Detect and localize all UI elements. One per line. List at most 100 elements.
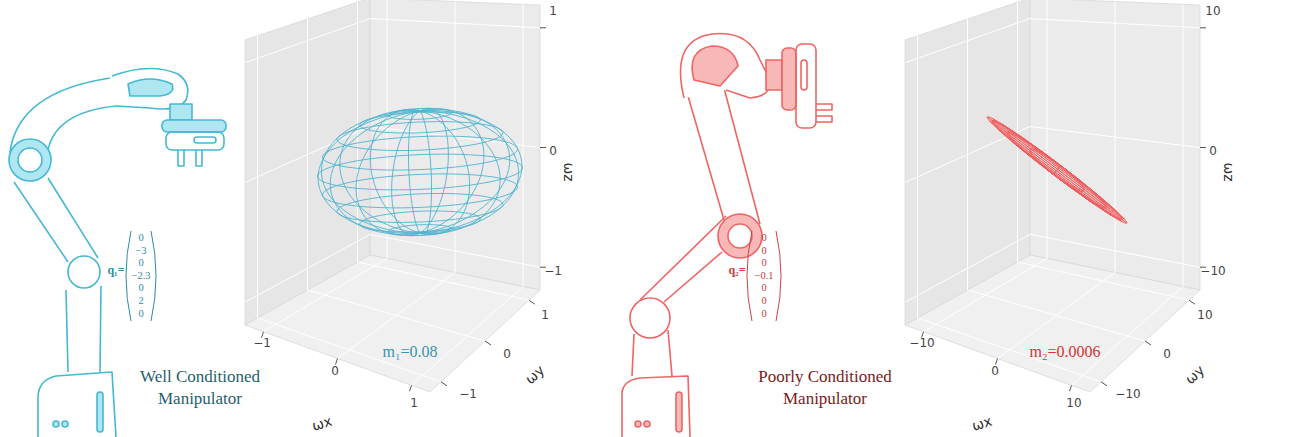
axis-label: ωx: [970, 413, 994, 434]
grid-line: [1030, 127, 1200, 148]
tick-label: 10: [1197, 309, 1212, 322]
wireframe-line: [420, 111, 500, 234]
axis-tick: [485, 341, 491, 345]
wireframe-line: [337, 122, 503, 151]
tick-label: 1: [410, 397, 418, 410]
vector-entry: 0: [761, 245, 766, 257]
grid-line: [387, 0, 388, 258]
grid-line: [1072, 287, 1184, 386]
manipulability-ellipsoid: [317, 108, 522, 235]
grid-line: [245, 234, 370, 302]
manipulability-ellipsoid: [987, 117, 1127, 223]
plot-pane: [245, 255, 540, 392]
wireframe-line: [388, 108, 451, 119]
vector-brackets-right: [747, 231, 781, 321]
tick-label: −1: [459, 388, 477, 401]
grid-line: [1030, 19, 1200, 28]
tick-label: −1: [253, 337, 271, 350]
axis-tick: [336, 359, 338, 365]
wireframe-line: [392, 111, 420, 236]
wireframe-line: [340, 110, 420, 233]
tick-label: 0: [503, 348, 511, 361]
vector-entry: −0.1: [754, 270, 773, 282]
wireframe-line: [1019, 135, 1101, 197]
wireframe-line: [420, 108, 448, 233]
vector-entry: −3: [135, 245, 146, 257]
axis-tick: [540, 147, 546, 148]
wireframe-line: [420, 111, 519, 233]
grid-line: [308, 290, 486, 341]
wireframe-line: [360, 112, 481, 133]
grid-line: [1018, 262, 1190, 300]
wireframe-line: [370, 109, 420, 233]
plot-box: [905, 0, 1206, 392]
axis-tick: [1189, 300, 1195, 304]
grid-line: [905, 19, 1030, 63]
tick-label: 0: [331, 365, 339, 378]
wireframe-line: [992, 118, 1125, 219]
vector-entry: 0: [138, 232, 143, 244]
axis-label: ωx: [310, 413, 334, 434]
vector-name: q₁=: [107, 264, 124, 277]
axis-tick: [1200, 27, 1206, 28]
grid-line: [905, 234, 1030, 302]
axis-tick: [441, 382, 447, 386]
wireframe-line: [420, 110, 510, 233]
tick-label: 1: [541, 309, 549, 322]
axis-tick: [410, 385, 412, 391]
wireframe-line: [317, 154, 522, 190]
axis-label: ωz: [1220, 162, 1235, 181]
wireframe-line: [1003, 124, 1116, 210]
plot-box: [245, 0, 546, 392]
wireframe-line: [322, 174, 517, 208]
plot-pane: [905, 255, 1200, 392]
grid-line: [1030, 234, 1200, 267]
vector-entry: −2.3: [131, 270, 150, 282]
axis-tick: [1070, 385, 1072, 391]
tick-label: 0: [1209, 145, 1217, 158]
wireframe-line: [330, 111, 420, 234]
wireframe-line: [408, 109, 420, 234]
vector-entry: 0: [138, 308, 143, 320]
panel-caption: Poorly Conditioned Manipulator: [750, 366, 900, 410]
panel-caption: Well Conditioned Manipulator: [125, 366, 275, 410]
vector-entry: 2: [138, 295, 143, 307]
tick-label: 0: [1163, 348, 1171, 361]
grid-line: [968, 290, 1146, 341]
wireframe-line: [420, 111, 432, 236]
vector-entry: 0: [761, 257, 766, 269]
plot-pane: [1030, 0, 1200, 290]
tick-label: 0: [549, 145, 557, 158]
vector-entry: 0: [138, 283, 143, 295]
vector-name: q₂=: [728, 264, 745, 277]
grid-line: [370, 19, 540, 28]
wireframe-line: [1039, 149, 1082, 182]
wireframe-line: [1013, 142, 1095, 204]
tick-label: 1: [549, 5, 557, 18]
manipulability-value: m₂=0.0006: [1029, 343, 1100, 361]
vector-brackets-left: [126, 231, 156, 321]
grid-line: [1047, 0, 1048, 258]
axis-tick: [529, 300, 535, 304]
vector-entry: 0: [761, 283, 766, 295]
grid-line: [412, 287, 524, 386]
axis-tick: [996, 359, 998, 365]
grid-line: [245, 127, 370, 183]
tick-label: −10: [909, 337, 934, 350]
tick-label: 0: [991, 365, 999, 378]
tick-label: −10: [1115, 388, 1140, 401]
grid-line: [245, 19, 370, 63]
axis-label: ωy: [1182, 363, 1207, 388]
wireframe-line: [998, 130, 1111, 216]
axis-label: ωy: [522, 363, 547, 388]
wireframe-line: [337, 193, 503, 222]
axis-tick: [540, 27, 546, 28]
grid-line: [370, 234, 540, 267]
tick-label: 10: [1205, 5, 1220, 18]
axis-tick: [1145, 341, 1151, 345]
vector-entry: 0: [761, 232, 766, 244]
wireframe-line: [420, 111, 470, 235]
wireframe-line: [987, 117, 1126, 223]
tick-label: −1: [544, 265, 562, 278]
